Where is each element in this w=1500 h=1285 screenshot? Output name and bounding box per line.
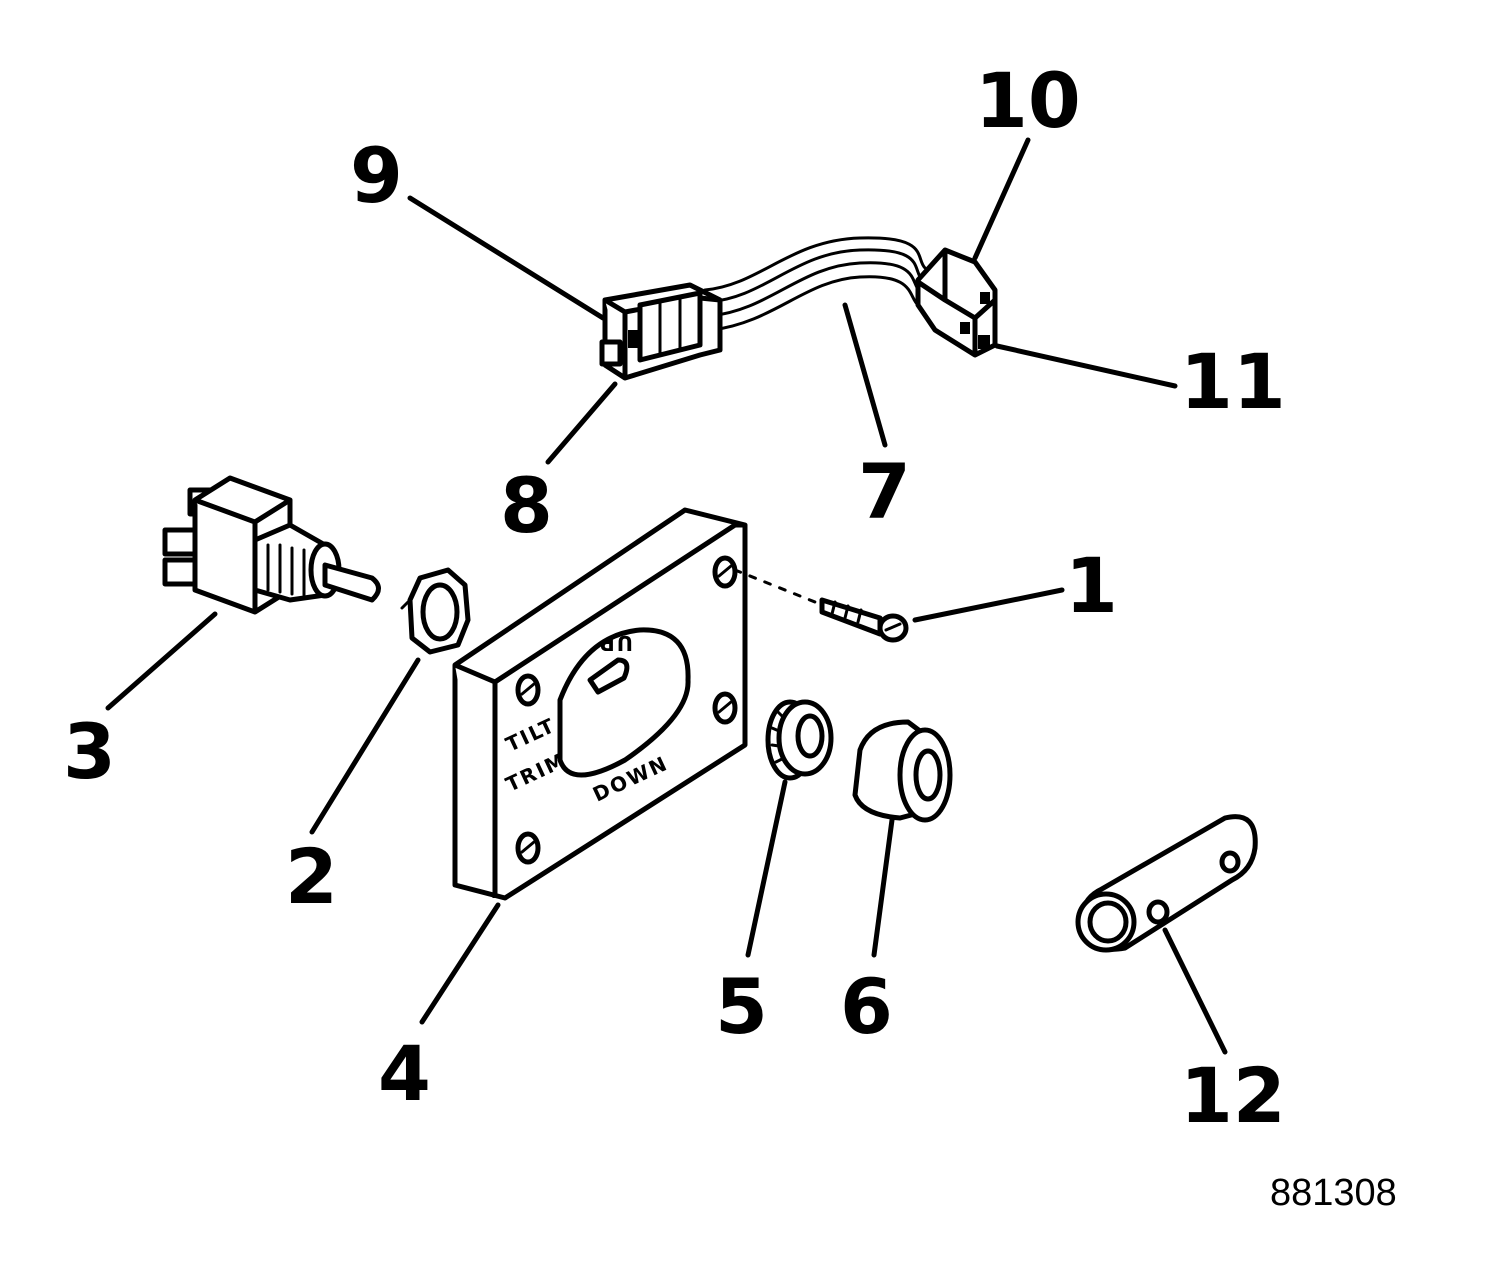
- callout-1: 1: [1065, 541, 1118, 630]
- callout-9: 9: [350, 131, 403, 220]
- leader-line-11: [994, 343, 1178, 389]
- connector-icon: [915, 247, 998, 358]
- connector-icon: [599, 282, 723, 381]
- leader-line-10: [972, 137, 1031, 261]
- leader-line-8: [545, 381, 618, 465]
- leader-line-2: [309, 657, 421, 835]
- drawing-number: 881308: [1270, 1172, 1397, 1214]
- plate-up-text: UP: [598, 631, 633, 655]
- callout-8: 8: [500, 461, 553, 550]
- screw-icon: [733, 568, 909, 643]
- switch-plate-icon: UP DOWN TILT TRIM: [452, 507, 748, 901]
- knob-boot-icon: [852, 719, 953, 823]
- leader-line-4: [419, 902, 501, 1025]
- leader-line-1: [912, 587, 1065, 623]
- leader-line-5: [745, 779, 788, 958]
- leader-line-9: [407, 195, 606, 321]
- leader-line-12: [1162, 927, 1228, 1055]
- callout-6: 6: [840, 962, 893, 1051]
- leader-line-3: [105, 611, 218, 711]
- leader-lines: [105, 137, 1228, 1055]
- knurled-nut-icon: [765, 699, 834, 781]
- sleeve-icon: [1075, 814, 1258, 953]
- callout-labels: 1 2 3 4 5 6 7 8 9 10 11 12: [63, 56, 1286, 1140]
- toggle-switch-icon: [162, 475, 381, 615]
- hex-nut-icon: [400, 567, 471, 655]
- callout-12: 12: [1180, 1051, 1286, 1140]
- callout-4: 4: [378, 1029, 431, 1118]
- wire-harness-icon: [703, 236, 927, 332]
- callout-3: 3: [63, 707, 116, 796]
- leader-line-6: [871, 817, 895, 958]
- callout-7: 7: [858, 447, 911, 536]
- leader-line-7: [842, 302, 888, 448]
- callout-11: 11: [1180, 337, 1286, 426]
- callout-10: 10: [975, 56, 1081, 145]
- callout-5: 5: [715, 962, 768, 1051]
- callout-2: 2: [285, 832, 338, 921]
